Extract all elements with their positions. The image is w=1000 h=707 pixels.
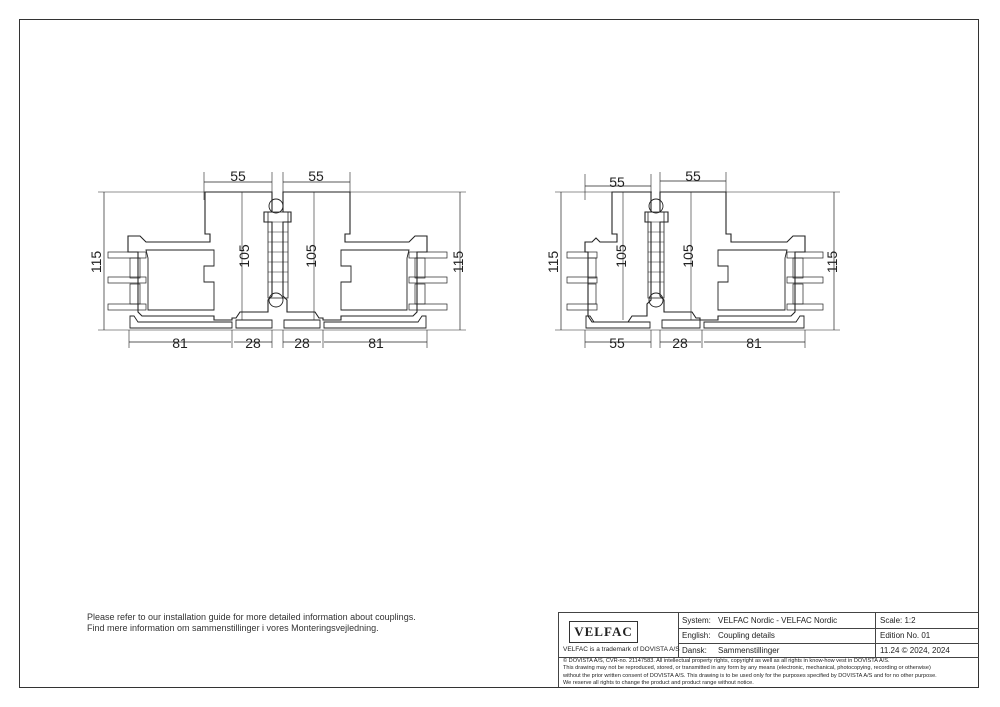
left-coupling-detail [98,172,466,348]
left-dim-top-left: 55 [230,168,246,184]
tb-divider [678,613,679,658]
right-dim-bottom-c: 81 [746,335,762,351]
trademark-text: VELFAC is a trademark of DOVISTA A/S [563,646,680,653]
left-dim-bottom-a: 81 [172,335,188,351]
right-dim-height-right: 115 [824,251,840,274]
system-row: System: VELFAC Nordic - VELFAC Nordic [680,616,875,628]
tb-divider [559,657,979,658]
english-row: English: Coupling details [680,631,875,643]
english-value: Coupling details [718,631,775,640]
right-coupling-detail [555,172,840,348]
dansk-label: Dansk: [682,646,707,655]
tb-divider [678,628,979,629]
right-dim-inner-left: 105 [613,244,629,268]
legal-notice: © DOVISTA A/S, CVR-no. 21147583. All int… [563,658,975,687]
dansk-row: Dansk: Sammenstillinger [680,646,875,658]
velfac-logo: VELFAC [569,621,638,643]
right-dim-bottom-a: 55 [609,335,625,351]
edition-text: Edition No. 01 [880,631,931,640]
system-label: System: [682,616,711,625]
drawing-frame [19,19,979,688]
right-dim-inner-right: 105 [680,244,696,268]
note-english: Please refer to our installation guide f… [87,612,416,622]
note-danish: Find mere information om sammenstillinge… [87,623,379,633]
left-dim-bottom-c: 28 [294,335,310,351]
legal-line: without the prior written consent of DOV… [563,672,937,679]
tb-divider [678,643,979,644]
legal-line: We reserve all rights to change the prod… [563,679,754,686]
legal-line: © DOVISTA A/S, CVR-no. 21147583. All int… [563,658,890,664]
title-block: VELFAC VELFAC is a trademark of DOVISTA … [558,612,979,687]
tb-divider [875,613,876,658]
left-dim-height-right: 115 [450,251,466,274]
scale-text: Scale: 1:2 [880,616,916,625]
left-dim-height-left: 115 [88,251,104,274]
left-dim-top-right: 55 [308,168,324,184]
left-dim-inner-right: 105 [303,244,319,268]
english-label: English: [682,631,711,640]
left-dim-bottom-d: 81 [368,335,384,351]
right-dim-top-right: 55 [685,168,701,184]
legal-line: This drawing may not be reproduced, stor… [563,665,931,672]
system-value: VELFAC Nordic - VELFAC Nordic [718,616,838,625]
left-dim-bottom-b: 28 [245,335,261,351]
date-text: 11.24 © 2024, 2024 [880,646,950,655]
left-dim-inner-left: 105 [236,244,252,268]
right-dim-bottom-b: 28 [672,335,688,351]
right-dim-height-left: 115 [545,251,561,274]
dansk-value: Sammenstillinger [718,646,780,655]
right-dim-top-left: 55 [609,174,625,190]
